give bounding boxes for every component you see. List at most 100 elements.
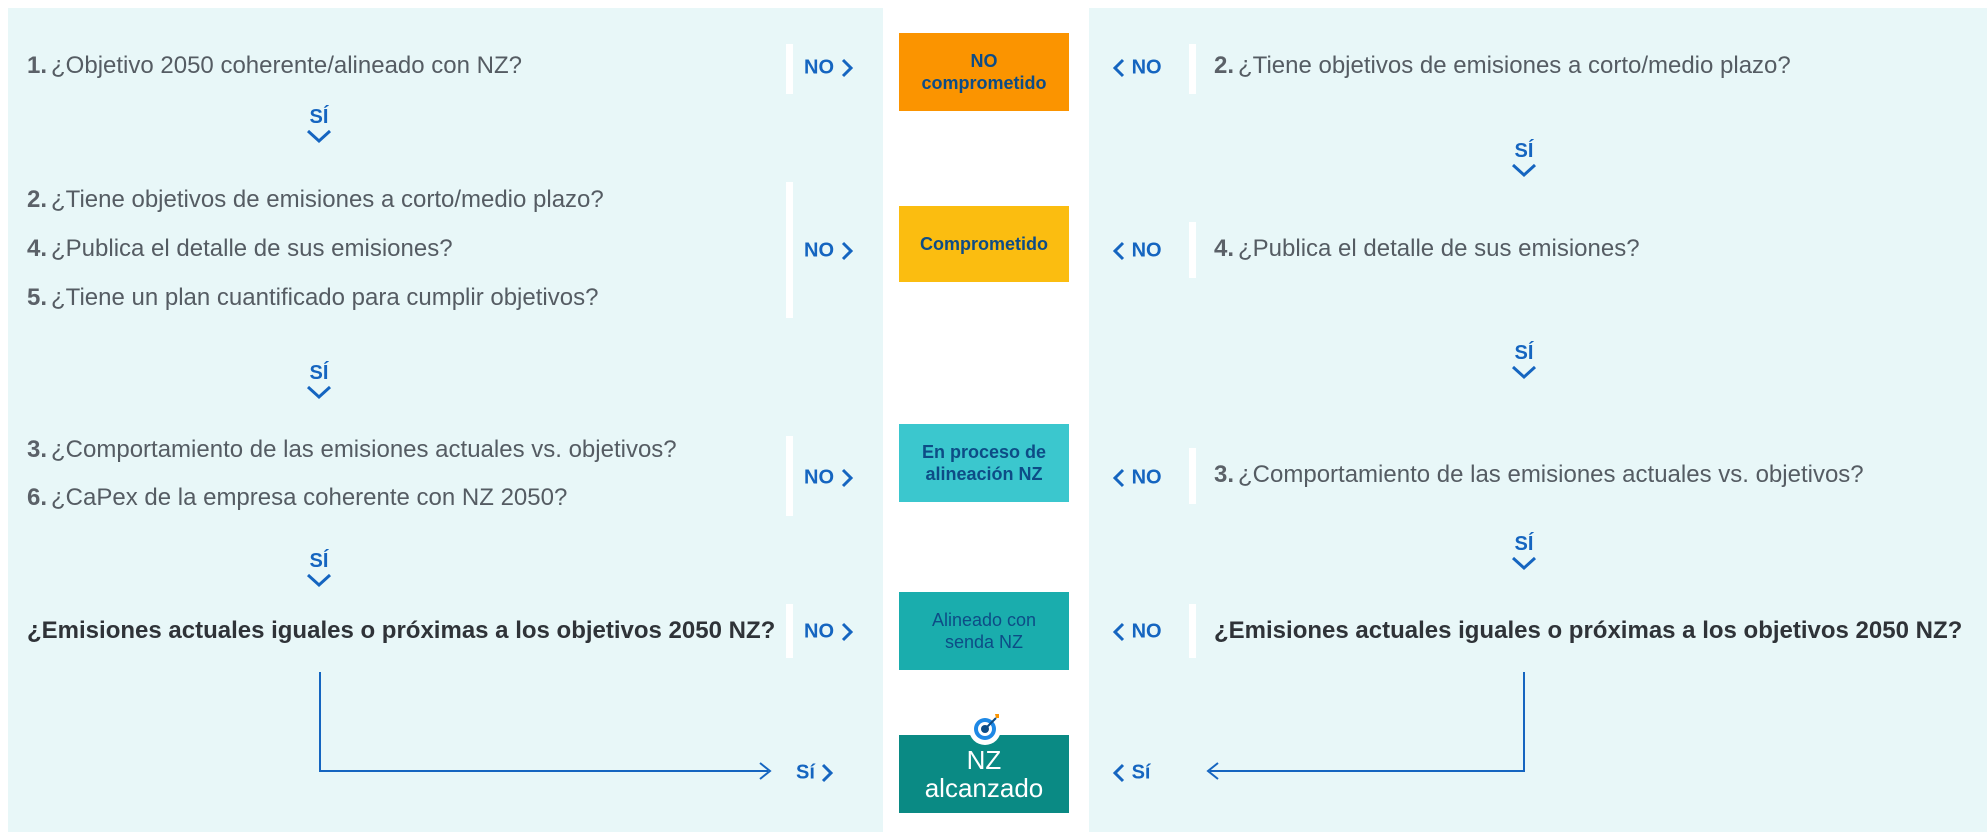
no-label: NO xyxy=(1112,619,1162,644)
si-label: SÍ xyxy=(1504,140,1544,178)
question-number: 4. xyxy=(1214,235,1235,262)
status-text: NZ xyxy=(966,745,1002,775)
left-divider-1 xyxy=(786,44,793,94)
si-label: SÍ xyxy=(299,362,339,400)
status-text: NO xyxy=(970,51,998,71)
right-divider-2 xyxy=(1189,222,1196,278)
si-text: Sí xyxy=(1131,761,1151,784)
right-final-question: ¿Emisiones actuales iguales o próximas a… xyxy=(1214,617,1963,644)
status-text: senda NZ xyxy=(944,632,1024,652)
right-divider-1 xyxy=(1189,44,1196,94)
si-arrow-label: Sí xyxy=(1112,760,1150,785)
question-text: ¿Publica el detalle de sus emisiones? xyxy=(51,235,453,262)
left-question-6: 6.¿CaPex de la empresa coherente con NZ … xyxy=(27,484,567,512)
chevron-down-icon xyxy=(1511,556,1537,571)
question-text: ¿Tiene objetivos de emisiones a corto/me… xyxy=(51,186,604,213)
chevron-down-icon xyxy=(306,573,332,588)
status-text: Alineado con xyxy=(931,610,1037,630)
chevron-left-icon xyxy=(1112,622,1125,641)
chevron-down-icon xyxy=(306,129,332,144)
question-text: ¿Objetivo 2050 coherente/alineado con NZ… xyxy=(51,52,522,79)
chevron-down-icon xyxy=(306,385,332,400)
si-arrow-label: Sí xyxy=(796,760,834,785)
question-number: 3. xyxy=(1214,461,1235,488)
no-text: NO xyxy=(804,620,834,643)
si-text: SÍ xyxy=(309,362,329,384)
right-panel xyxy=(1089,8,1987,832)
question-text: ¿CaPex de la empresa coherente con NZ 20… xyxy=(51,484,568,511)
right-connector-line xyxy=(1210,672,1525,772)
right-question-3: 3.¿Comportamiento de las emisiones actua… xyxy=(1214,461,1864,489)
chevron-left-icon xyxy=(1112,763,1125,782)
status-text: Comprometido xyxy=(920,234,1048,254)
left-connector-arrowhead xyxy=(759,762,772,780)
si-label: SÍ xyxy=(299,550,339,588)
no-text: NO xyxy=(804,239,834,262)
left-divider-2 xyxy=(786,182,793,318)
no-text: NO xyxy=(1131,239,1162,262)
chevron-left-icon xyxy=(1112,241,1125,260)
si-text: SÍ xyxy=(309,550,329,572)
question-text: ¿Comportamiento de las emisiones actuale… xyxy=(51,436,677,463)
chevron-right-icon xyxy=(822,763,834,782)
right-question-4: 4.¿Publica el detalle de sus emisiones? xyxy=(1214,235,1640,263)
question-text: ¿Tiene un plan cuantificado para cumplir… xyxy=(51,284,599,311)
right-divider-4 xyxy=(1189,604,1196,658)
status-text: alcanzado xyxy=(924,773,1044,803)
left-panel xyxy=(8,8,883,832)
no-label: NO xyxy=(804,55,854,80)
left-connector-line xyxy=(319,672,768,772)
question-number: 5. xyxy=(27,284,48,311)
si-text: Sí xyxy=(796,761,815,784)
chevron-left-icon xyxy=(1112,58,1125,77)
question-number: 1. xyxy=(27,52,48,79)
no-text: NO xyxy=(1131,620,1162,643)
chevron-right-icon xyxy=(841,241,853,260)
question-number: 3. xyxy=(27,436,48,463)
si-text: SÍ xyxy=(1514,533,1534,555)
chevron-right-icon xyxy=(841,622,853,641)
left-question-5: 5.¿Tiene un plan cuantificado para cumpl… xyxy=(27,284,598,312)
status-text: comprometido xyxy=(921,73,1047,93)
chevron-right-icon xyxy=(841,58,853,77)
left-question-1: 1.¿Objetivo 2050 coherente/alineado con … xyxy=(27,52,522,80)
left-final-question: ¿Emisiones actuales iguales o próximas a… xyxy=(27,617,776,644)
status-comprometido: Comprometido xyxy=(899,206,1069,282)
chevron-down-icon xyxy=(1511,163,1537,178)
si-text: SÍ xyxy=(309,106,329,128)
no-text: NO xyxy=(804,56,834,79)
question-number: 2. xyxy=(27,186,48,213)
question-number: 4. xyxy=(27,235,48,262)
no-text: NO xyxy=(1131,466,1162,489)
si-text: SÍ xyxy=(1514,342,1534,364)
si-label: SÍ xyxy=(1504,533,1544,571)
no-label: NO xyxy=(804,619,854,644)
target-icon xyxy=(969,713,1001,745)
left-question-3: 3.¿Comportamiento de las emisiones actua… xyxy=(27,436,677,464)
status-text: En proceso de xyxy=(921,442,1047,462)
question-text: ¿Tiene objetivos de emisiones a corto/me… xyxy=(1238,52,1791,79)
no-text: NO xyxy=(804,466,834,489)
no-label: NO xyxy=(1112,55,1162,80)
si-label: SÍ xyxy=(1504,342,1544,380)
question-text: ¿Comportamiento de las emisiones actuale… xyxy=(1238,461,1864,488)
left-question-4: 4.¿Publica el detalle de sus emisiones? xyxy=(27,235,453,263)
left-divider-3 xyxy=(786,436,793,516)
left-question-2: 2.¿Tiene objetivos de emisiones a corto/… xyxy=(27,186,604,214)
chevron-right-icon xyxy=(841,468,853,487)
chevron-down-icon xyxy=(1511,365,1537,380)
si-label: SÍ xyxy=(299,106,339,144)
no-text: NO xyxy=(1131,56,1162,79)
left-divider-4 xyxy=(786,604,793,658)
no-label: NO xyxy=(804,238,854,263)
no-label: NO xyxy=(1112,465,1162,490)
right-question-2: 2.¿Tiene objetivos de emisiones a corto/… xyxy=(1214,52,1791,80)
si-text: SÍ xyxy=(1514,140,1534,162)
no-label: NO xyxy=(1112,238,1162,263)
no-label: NO xyxy=(804,465,854,490)
